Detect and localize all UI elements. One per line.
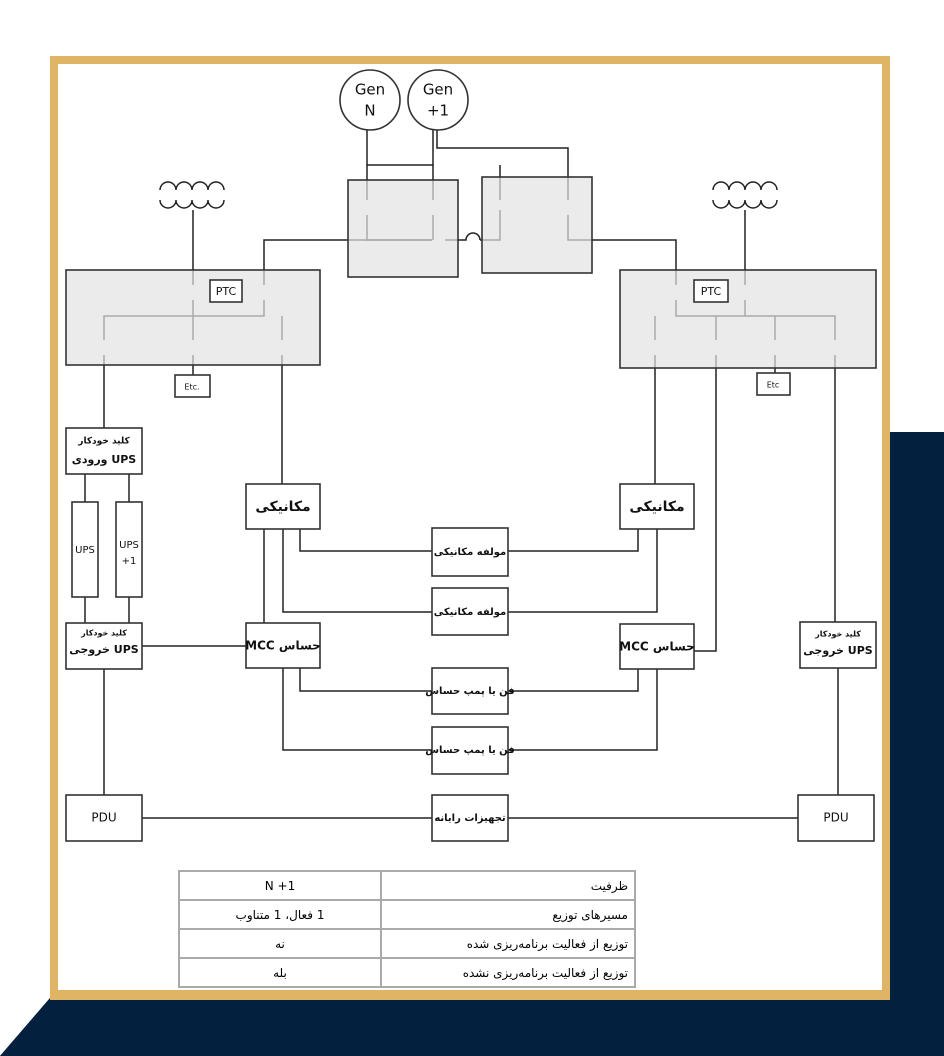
- ups-output-switch-right: [799, 621, 877, 669]
- ups-unit-label: +1: [122, 556, 137, 567]
- mcc-label: MCC حساس: [619, 640, 695, 654]
- pdu-label: PDU: [91, 811, 116, 825]
- computer-equipment-box: [431, 794, 509, 842]
- ptc-label: PTC: [701, 285, 722, 298]
- ups-output-switch-label: کلید خودکار: [80, 629, 127, 638]
- transformer-icon: [712, 181, 778, 209]
- etc-label: Etc.: [184, 383, 199, 392]
- generator-n: [339, 69, 401, 131]
- mcc-label: MCC حساس: [245, 639, 321, 653]
- ups-unit-label: UPS: [119, 540, 139, 551]
- table-cell: 1 فعال، 1 متناوب: [178, 899, 382, 930]
- transformer-icon: [159, 181, 225, 209]
- generator-plus1: [407, 69, 469, 131]
- etc-box-left: [174, 374, 211, 398]
- ups-input-switch-label: کلید خودکار: [77, 437, 130, 447]
- switchgear-right: [619, 269, 877, 369]
- generator-plus1-label: +1: [427, 102, 449, 120]
- switchgear-left: [65, 269, 321, 366]
- table-cell: مسیرهای توزیع: [380, 899, 636, 930]
- mcc-box-right: [619, 623, 695, 670]
- mechanical-box-right: [619, 483, 695, 530]
- critical-fan-pump-box: [431, 726, 509, 775]
- pdu-label: PDU: [823, 811, 848, 825]
- generator-n-label: Gen: [355, 81, 385, 99]
- mechanical-label: مکانیکی: [255, 499, 310, 515]
- mechanical-box-left: [245, 483, 321, 530]
- ups-output-switch-label: کلید خودکار: [814, 630, 861, 639]
- ptc-box-left: [209, 279, 243, 303]
- critical-fan-pump-box: [431, 667, 509, 715]
- etc-box-right: [756, 372, 791, 396]
- ups-output-switch-label: خروجی UPS: [803, 644, 872, 657]
- center-label: فن یا پمپ حساس: [425, 686, 514, 697]
- center-label: مولفه مکانیکی: [434, 607, 507, 618]
- ups-input-switch-label: ورودی UPS: [72, 453, 137, 466]
- ups-output-switch-label: خروجی UPS: [69, 643, 138, 656]
- ups-unit-label: UPS: [75, 545, 95, 556]
- ptc-label: PTC: [216, 285, 237, 298]
- ups-unit: [71, 501, 99, 598]
- center-label: تجهیزات رایانه: [434, 813, 506, 824]
- table-cell: ظرفیت: [380, 870, 636, 901]
- generator-switchgear-left: [347, 179, 459, 278]
- ptc-box-right: [693, 279, 729, 303]
- center-label: مولفه مکانیکی: [434, 547, 507, 558]
- generator-plus1-label: Gen: [423, 81, 453, 99]
- table-cell: N +1: [178, 870, 382, 901]
- mechanical-component-box: [431, 587, 509, 636]
- ups-input-switch: [65, 427, 143, 475]
- etc-label: Etc: [767, 381, 780, 390]
- mechanical-component-box: [431, 527, 509, 577]
- table-cell: توزیع از فعالیت برنامه‌ریزی شده: [380, 928, 636, 959]
- mechanical-label: مکانیکی: [629, 499, 684, 515]
- table-cell: نه: [178, 928, 382, 959]
- generator-switchgear-right: [481, 176, 593, 274]
- generator-n-label: N: [364, 102, 375, 120]
- ups-unit-plus1: [115, 501, 143, 598]
- pdu-box-right: [797, 794, 875, 842]
- table-cell: بله: [178, 957, 382, 988]
- ups-output-switch-left: [65, 622, 143, 670]
- center-label: فن یا پمپ حساس: [425, 745, 514, 756]
- table-cell: توزیع از فعالیت برنامه‌ریزی نشده: [380, 957, 636, 988]
- mcc-box-left: [245, 622, 321, 669]
- frame-bottom: [0, 990, 944, 1056]
- pdu-box-left: [65, 794, 143, 842]
